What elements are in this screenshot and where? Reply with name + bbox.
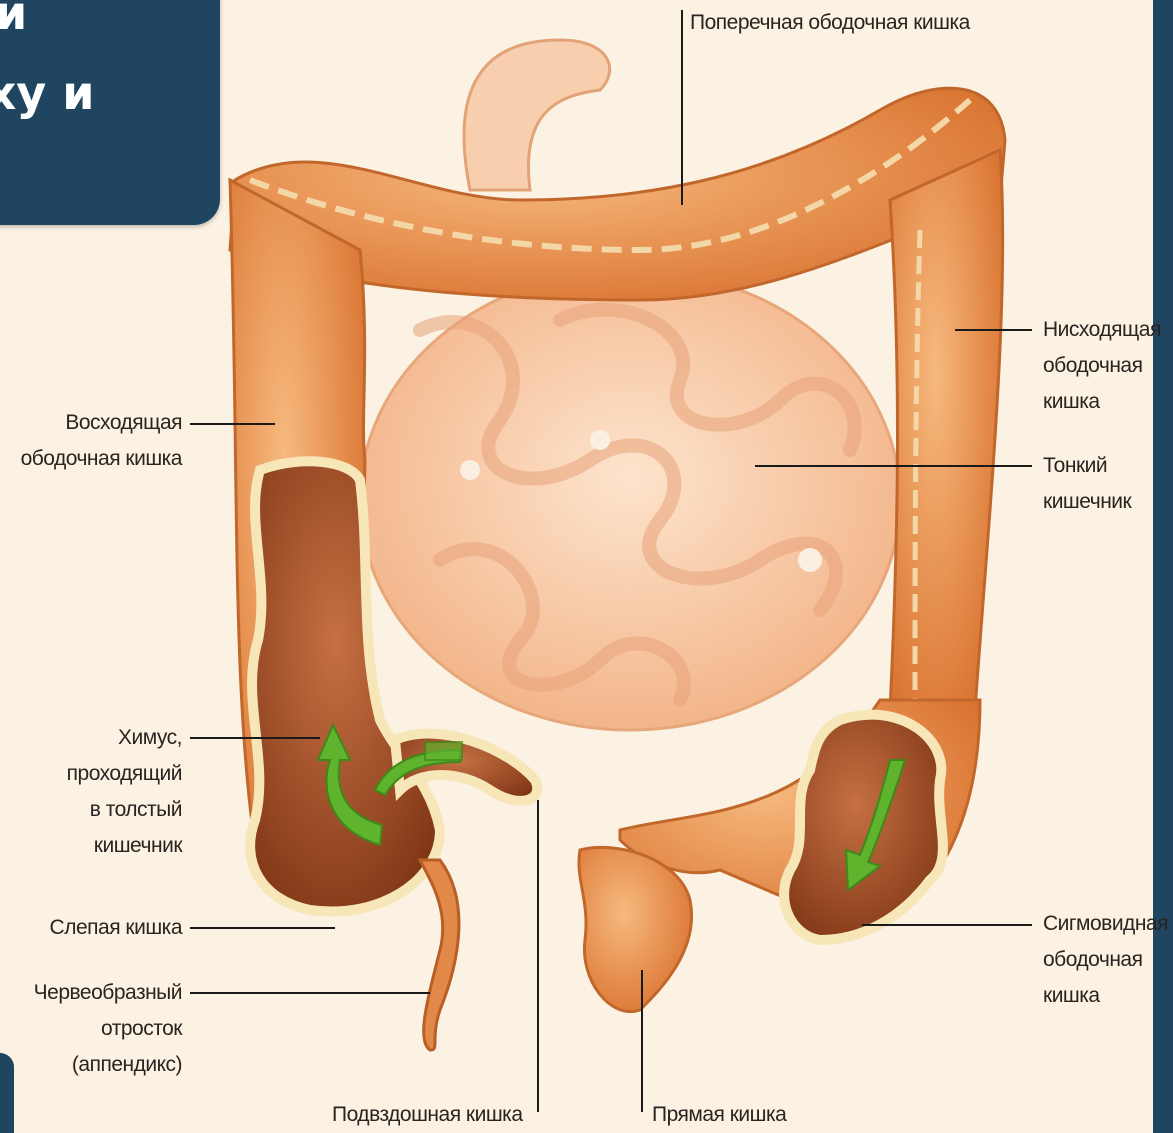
label-transverse-colon: Поперечная ободочная кишка <box>690 5 970 41</box>
label-ascending-colon-line1: Восходящая <box>0 405 182 441</box>
label-descending-colon-line1: Нисходящая <box>1043 312 1161 348</box>
rectum-shape <box>579 847 692 1011</box>
title-card: и оху и <box>0 0 220 225</box>
label-chyme: Химус, проходящий в толстый кишечник <box>0 720 182 864</box>
label-descending-colon-line2: ободочная <box>1043 348 1161 384</box>
label-descending-colon-line3: кишка <box>1043 384 1161 420</box>
label-chyme-line1: Химус, <box>0 720 182 756</box>
appendix-shape <box>420 860 459 1050</box>
label-ileum: Подвздошная кишка <box>332 1097 523 1133</box>
label-chyme-line4: кишечник <box>0 828 182 864</box>
title-line-2: оху и <box>0 70 95 116</box>
label-appendix: Червеобразный отросток (аппендикс) <box>0 975 182 1083</box>
small-intestine-mass <box>360 270 900 730</box>
label-descending-colon: Нисходящая ободочная кишка <box>1043 312 1161 420</box>
label-appendix-line2: отросток <box>0 1011 182 1047</box>
label-chyme-line3: в толстый <box>0 792 182 828</box>
label-ascending-colon-line2: ободочная кишка <box>0 441 182 477</box>
label-small-intestine-line1: Тонкий <box>1043 448 1131 484</box>
title-line-1: и <box>0 0 27 36</box>
label-rectum: Прямая кишка <box>652 1097 786 1133</box>
label-chyme-line2: проходящий <box>0 756 182 792</box>
sigmoid-cut <box>784 715 943 940</box>
duodenum-loop <box>464 40 610 190</box>
label-sigmoid-colon-line2: ободочная <box>1043 942 1168 978</box>
label-ascending-colon: Восходящая ободочная кишка <box>0 405 182 477</box>
label-appendix-line1: Червеобразный <box>0 975 182 1011</box>
label-small-intestine-line2: кишечник <box>1043 484 1131 520</box>
label-sigmoid-colon-line1: Сигмовидная <box>1043 906 1168 942</box>
label-appendix-line3: (аппендикс) <box>0 1047 182 1083</box>
label-small-intestine: Тонкий кишечник <box>1043 448 1131 520</box>
label-cecum: Слепая кишка <box>0 910 182 946</box>
descending-colon-shape <box>890 150 1003 710</box>
label-sigmoid-colon-line3: кишка <box>1043 978 1168 1014</box>
label-sigmoid-colon: Сигмовидная ободочная кишка <box>1043 906 1168 1014</box>
